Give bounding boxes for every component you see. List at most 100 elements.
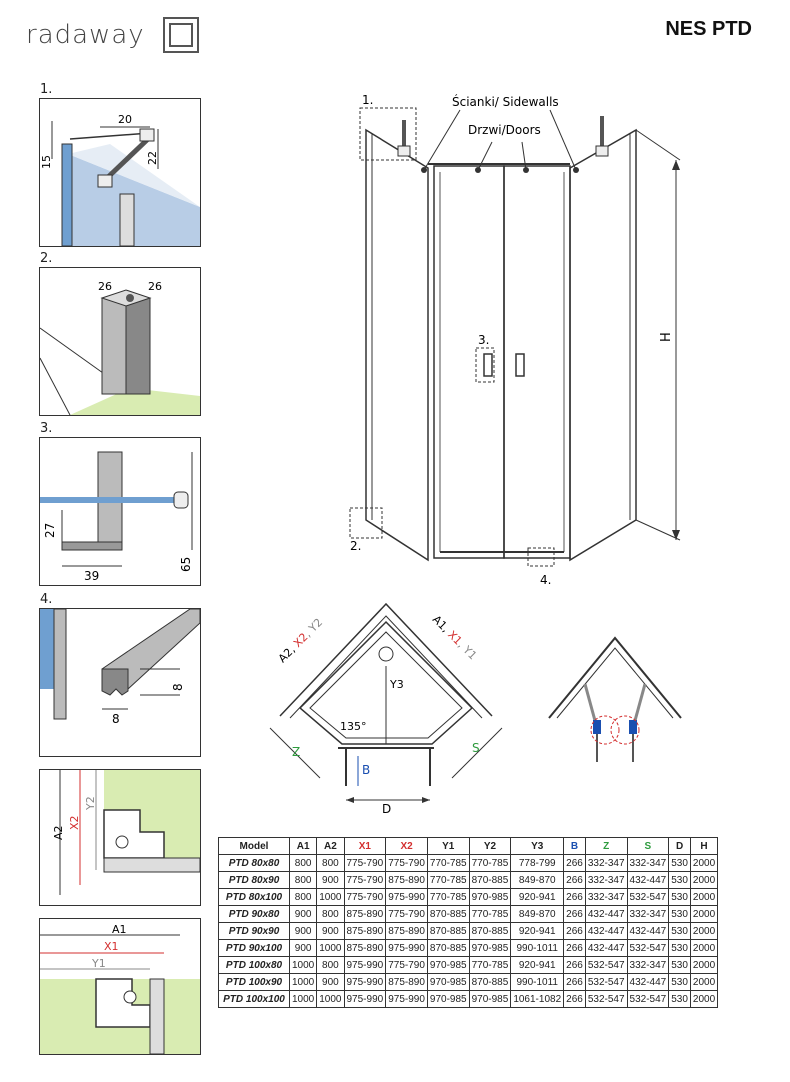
detail-3-drawing: 27 39 65: [40, 451, 193, 583]
table-cell: 2000: [689, 956, 719, 974]
detail-4-dim-a: 8: [171, 683, 185, 691]
table-cell-model: PTD 90x80: [218, 905, 290, 923]
table-cell: 920-941: [510, 922, 565, 940]
table-cell: 870-885: [426, 922, 470, 940]
table-cell: 532-547: [584, 973, 628, 991]
table-cell: 770-785: [468, 956, 512, 974]
table-cell-model: PTD 80x100: [218, 888, 290, 906]
table-cell: 775-790: [385, 905, 428, 923]
table-cell: 332-347: [584, 854, 628, 872]
detail-3-dim-c: 65: [179, 557, 193, 572]
table-cell: 770-785: [468, 854, 512, 872]
plan-s-label: S: [472, 741, 480, 755]
table-cell: 900: [288, 939, 318, 957]
table-cell: 875-890: [385, 922, 428, 940]
height-label: H: [659, 332, 674, 342]
col-y2: Y2: [468, 837, 512, 855]
logo-square-icon: [163, 17, 199, 53]
table-cell-model: PTD 100x90: [218, 973, 290, 991]
doors-label: Drzwi/Doors: [468, 123, 541, 137]
detail-6-panel: A1 X1 Y1: [39, 918, 201, 1055]
detail-1-dim-c: 22: [146, 151, 159, 165]
table-cell: 870-885: [468, 871, 512, 889]
detail-5-dim-y: Y2: [84, 796, 97, 811]
table-cell: 849-870: [510, 871, 565, 889]
table-cell: 332-347: [626, 854, 670, 872]
detail-5-dim-a: A2: [52, 825, 65, 840]
detail-1-label: 1.: [40, 82, 53, 97]
detail-3-dim-b: 39: [84, 569, 99, 583]
table-cell: 266: [563, 973, 586, 991]
detail-2-label: 2.: [40, 251, 53, 266]
table-cell: 800: [288, 888, 318, 906]
table-cell: 770-785: [468, 905, 512, 923]
table-cell: 775-790: [343, 871, 387, 889]
table-cell-model: PTD 90x90: [218, 922, 290, 940]
table-cell: 266: [563, 990, 586, 1008]
main-shower-drawing: 1. 3. 2. 4. Ścianki/ Sidewalls Drzwi/Doo…: [349, 93, 681, 587]
table-cell: 990-1011: [510, 939, 565, 957]
table-cell: 332-347: [584, 871, 628, 889]
table-cell: 530: [668, 922, 691, 940]
table-cell-model: PTD 80x80: [218, 854, 290, 872]
detail-2-dim-b: 26: [148, 280, 162, 293]
detail-1-dim-b: 15: [40, 155, 53, 169]
col-x1: X1: [343, 837, 387, 855]
table-cell: 975-990: [343, 956, 387, 974]
table-cell: 332-347: [584, 888, 628, 906]
table-cell: 975-990: [385, 990, 428, 1008]
table-cell: 970-985: [468, 888, 512, 906]
detail-3-dim-a: 27: [43, 523, 57, 538]
detail-3-panel: 27 39 65: [39, 437, 201, 586]
table-cell: 432-447: [626, 973, 670, 991]
col-b: B: [563, 837, 586, 855]
table-cell: 770-785: [426, 854, 470, 872]
detail-4-panel: 8 8: [39, 608, 201, 757]
detail-1-panel: 20 15 22: [39, 98, 201, 247]
table-cell: 530: [668, 956, 691, 974]
table-cell: 770-785: [426, 888, 470, 906]
table-cell: 800: [316, 854, 345, 872]
table-cell: 800: [288, 871, 318, 889]
col-z: Z: [584, 837, 628, 855]
table-cell: 900: [288, 922, 318, 940]
table-cell: 532-547: [626, 888, 670, 906]
table-cell: 900: [288, 905, 318, 923]
table-cell: 266: [563, 905, 586, 923]
table-cell: 990-1011: [510, 973, 565, 991]
col-model: Model: [218, 837, 290, 855]
table-cell: 900: [316, 922, 345, 940]
table-cell: 775-790: [343, 854, 387, 872]
table-cell: 875-890: [343, 939, 387, 957]
table-cell: 900: [316, 871, 345, 889]
col-a1: A1: [288, 837, 318, 855]
table-cell: 2000: [689, 905, 719, 923]
table-cell: 920-941: [510, 956, 565, 974]
plan-angle-label: 135°: [340, 720, 367, 733]
table-cell-model: PTD 80x90: [218, 871, 290, 889]
main-callout-1: 1.: [362, 93, 373, 107]
table-cell: 875-890: [343, 922, 387, 940]
table-cell: 530: [668, 939, 691, 957]
detail-5-panel: A2 X2 Y2: [39, 769, 201, 906]
table-cell: 432-447: [626, 871, 670, 889]
table-cell: 775-790: [343, 888, 387, 906]
col-h: H: [689, 837, 719, 855]
detail-2-drawing: 26 26: [40, 280, 200, 415]
brand-logo: radaway: [26, 20, 145, 50]
table-cell: 432-447: [584, 922, 628, 940]
table-cell: 530: [668, 888, 691, 906]
main-callout-2: 2.: [350, 539, 361, 553]
table-cell: 800: [288, 854, 318, 872]
detail-6-dim-x: X1: [104, 940, 119, 953]
detail-1-dim-a: 20: [118, 113, 132, 126]
col-a2: A2: [316, 837, 345, 855]
table-cell: 1000: [288, 973, 318, 991]
